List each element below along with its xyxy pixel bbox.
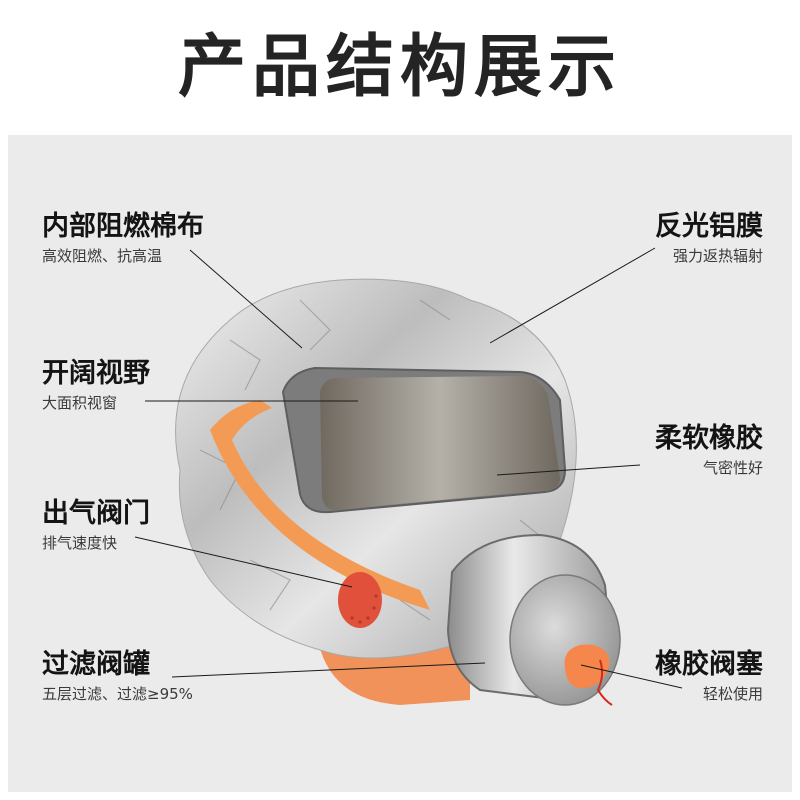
leader-line-canister: [171, 662, 486, 678]
leader-line-film: [489, 247, 656, 344]
callout-subtext: 强力返热辐射: [672, 247, 763, 265]
callout-subtext: 气密性好: [702, 459, 763, 477]
leader-line-valve: [134, 536, 353, 588]
callout-subtext: 高效阻燃、抗高温: [42, 247, 163, 265]
callout-subtext: 五层过滤、过滤≥95%: [42, 685, 193, 703]
callout-subtext: 排气速度快: [42, 534, 118, 552]
callout-heading: 反光铝膜: [655, 211, 763, 242]
callout-subtext: 轻松使用: [702, 685, 763, 703]
callout-heading: 内部阻燃棉布: [42, 211, 204, 242]
callout-rubber-plug: 橡胶阀塞 轻松使用: [655, 648, 763, 704]
callout-exhaust-valve: 出气阀门 排气速度快: [42, 497, 150, 553]
visor-window: [320, 376, 560, 510]
head-strap: [210, 400, 430, 610]
callout-heading: 柔软橡胶: [655, 423, 763, 454]
callout-subtext: 大面积视窗: [42, 394, 118, 412]
callout-reflective-aluminum-film: 反光铝膜 强力返热辐射: [655, 210, 763, 266]
callout-soft-rubber: 柔软橡胶 气密性好: [655, 422, 763, 478]
leader-line-cotton: [189, 249, 303, 349]
callout-heading: 出气阀门: [42, 498, 150, 529]
page-title: 产品结构展示: [177, 28, 622, 107]
callout-flame-retardant-cotton: 内部阻燃棉布 高效阻燃、抗高温: [42, 210, 204, 266]
callout-wide-view: 开阔视野 大面积视窗: [42, 357, 150, 413]
callout-heading: 橡胶阀塞: [655, 649, 763, 680]
canister-cap: [509, 574, 621, 706]
callout-heading: 开阔视野: [42, 358, 150, 389]
leader-line-rubber: [496, 464, 641, 476]
leader-line-plug: [580, 664, 683, 689]
plug-cord: [596, 659, 613, 706]
callout-filter-canister: 过滤阀罐 五层过滤、过滤≥95%: [42, 648, 193, 704]
callout-heading: 过滤阀罐: [42, 649, 150, 680]
exhaust-valve: [338, 572, 382, 628]
